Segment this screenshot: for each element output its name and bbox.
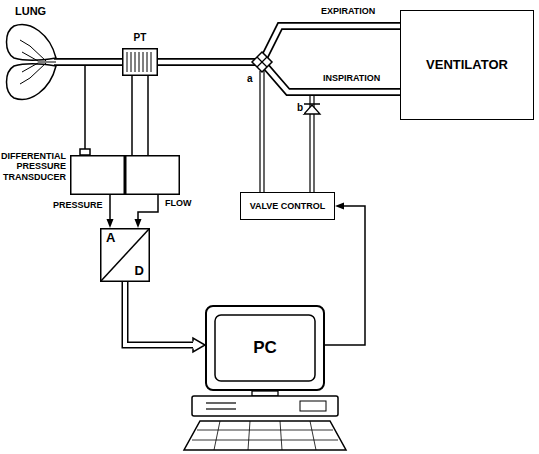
valve-control-box: VALVE CONTROL [240, 192, 335, 220]
valve-label: a [246, 73, 254, 85]
connector-line [138, 195, 158, 219]
check-valve-b [304, 104, 320, 114]
pt-screen-line [139, 52, 140, 72]
node-outline [122, 48, 158, 76]
valve-cross [257, 57, 267, 67]
connector [158, 62, 400, 92]
connector [138, 195, 158, 219]
node-text: D [135, 264, 144, 279]
node-text: DIFFERENTIAL PRESSURE TRANSDUCER [0, 151, 66, 182]
converter-box [101, 229, 150, 282]
connector [148, 76, 149, 155]
connector [110, 195, 111, 219]
drive-slot [206, 402, 236, 403]
tube-wall [158, 62, 400, 92]
pressure-tap-line [84, 66, 86, 149]
connector [125, 282, 193, 345]
node-text: PC [253, 338, 277, 358]
connector-label: EXPIRATION [320, 6, 376, 16]
transducer-box [126, 156, 180, 195]
monitor-screen [215, 315, 315, 381]
ventilator-box: VENTILATOR [400, 10, 534, 120]
node-text: VENTILATOR [426, 58, 508, 73]
pressure-transducer: DIFFERENTIAL PRESSURE TRANSDUCER [70, 155, 180, 195]
keyboard [184, 421, 346, 450]
valve-cross [257, 57, 267, 67]
tube-wall [158, 26, 400, 62]
pt-screen-line [131, 52, 132, 72]
connector [325, 206, 365, 345]
pt-screen-line [147, 52, 148, 72]
keyboard-keys [192, 421, 338, 450]
connector-label: FLOW [164, 198, 193, 208]
connector [158, 26, 400, 62]
control-line [259, 71, 260, 192]
pt-screen-line [135, 52, 136, 72]
check-valve-symbol [304, 105, 320, 114]
drive-bay [300, 401, 326, 411]
lung-drawing [7, 25, 123, 100]
tube-bore [125, 282, 193, 345]
bronchi [20, 40, 56, 84]
ad-converter: AD [100, 228, 150, 282]
drive-slot [206, 408, 236, 409]
valve-a [252, 52, 272, 72]
airway-tube-bore [54, 60, 122, 65]
computer-case [192, 396, 338, 416]
valve-label: b [296, 102, 304, 114]
lower-lung-lobe [7, 64, 57, 100]
upper-lung-lobe [7, 25, 57, 61]
connector-group [110, 26, 400, 345]
organ-label: LUNG [14, 5, 47, 18]
node-text: VALVE CONTROL [250, 201, 326, 211]
connector-line [131, 76, 133, 155]
connector-line [325, 206, 365, 345]
connector-label: INSPIRATION [322, 73, 381, 83]
connector-label: PRESSURE [52, 200, 104, 210]
pt-screen-line [127, 52, 128, 72]
tube-bore [158, 26, 400, 62]
transducer-box [71, 156, 125, 195]
connector [132, 76, 133, 155]
tube-wall [125, 282, 193, 345]
connector-line [147, 76, 149, 155]
node-text: PT [102, 32, 178, 44]
valve-symbol [252, 52, 272, 72]
airway-tube [54, 58, 122, 66]
check-valve-bar [304, 103, 320, 105]
pc-monitor: PC [205, 305, 325, 391]
pneumotachograph: PT [122, 48, 158, 76]
tube-bore [158, 62, 400, 92]
node-outline [70, 155, 180, 195]
converter-diagonal [101, 229, 150, 282]
pc-base [184, 391, 346, 450]
transducer-port [80, 149, 90, 155]
connector-line [109, 195, 111, 219]
control-line [263, 71, 264, 192]
pt-screen-line [143, 52, 144, 72]
pt-housing [123, 49, 158, 76]
node-text: A [106, 231, 115, 246]
pt-screen-line [151, 52, 152, 72]
